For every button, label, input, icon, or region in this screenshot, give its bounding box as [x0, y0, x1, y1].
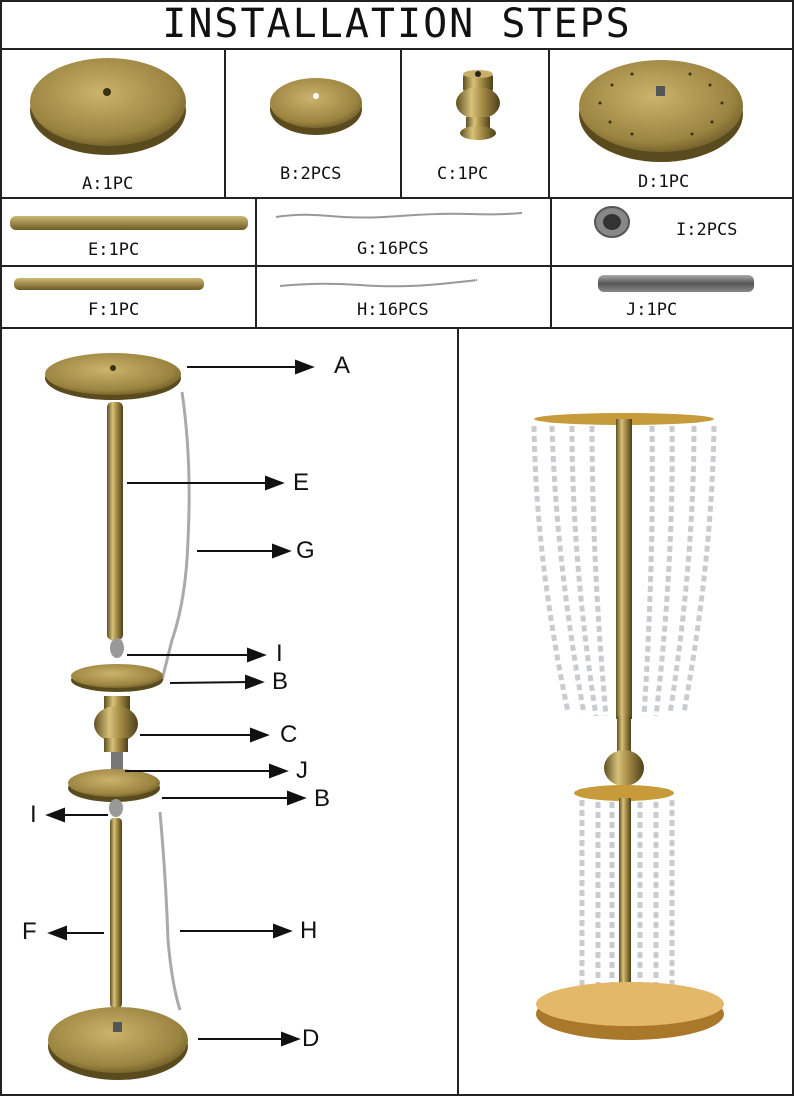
- diagram-label-h: H: [300, 917, 318, 944]
- part-e-label: E:1PC: [88, 240, 140, 260]
- part-h-label: H:16PCS: [357, 300, 429, 320]
- part-g-image: [275, 212, 523, 219]
- part-j-image: [598, 275, 754, 292]
- diagram-label-d: D: [302, 1025, 320, 1052]
- part-a-image: [30, 58, 186, 155]
- part-j-label: J:1PC: [626, 300, 678, 320]
- part-f-image: [14, 278, 204, 290]
- part-e-image: [10, 216, 248, 230]
- assembly-diagram: [45, 353, 315, 1080]
- page-title: INSTALLATION STEPS: [162, 1, 632, 47]
- diagram-label-b-top: B: [272, 668, 289, 695]
- part-h-image: [279, 279, 478, 288]
- part-d-label: D:1PC: [638, 172, 690, 192]
- diagram-label-e: E: [293, 469, 310, 496]
- diagram-label-c: C: [280, 721, 298, 748]
- part-i-label: I:2PCS: [676, 220, 738, 240]
- part-d-image: [579, 60, 743, 162]
- part-b-image: [270, 78, 362, 135]
- part-f-label: F:1PC: [88, 300, 140, 320]
- diagram-label-j: J: [296, 757, 308, 784]
- part-c-image: [456, 70, 500, 140]
- diagram-label-i-bottom: I: [30, 801, 37, 828]
- diagram-label-f: F: [22, 918, 37, 945]
- diagram-label-b-bottom: B: [314, 785, 331, 812]
- part-g-label: G:16PCS: [357, 239, 429, 259]
- assembled-centerpiece-image: [531, 413, 724, 1040]
- part-c-label: C:1PC: [437, 164, 489, 184]
- part-a-label: A:1PC: [82, 174, 134, 194]
- diagram-label-i-top: I: [276, 640, 283, 667]
- part-b-label: B:2PCS: [280, 164, 342, 184]
- diagram-label-g: G: [296, 537, 315, 564]
- part-i-image: [594, 206, 630, 238]
- diagram-label-a: A: [334, 352, 351, 379]
